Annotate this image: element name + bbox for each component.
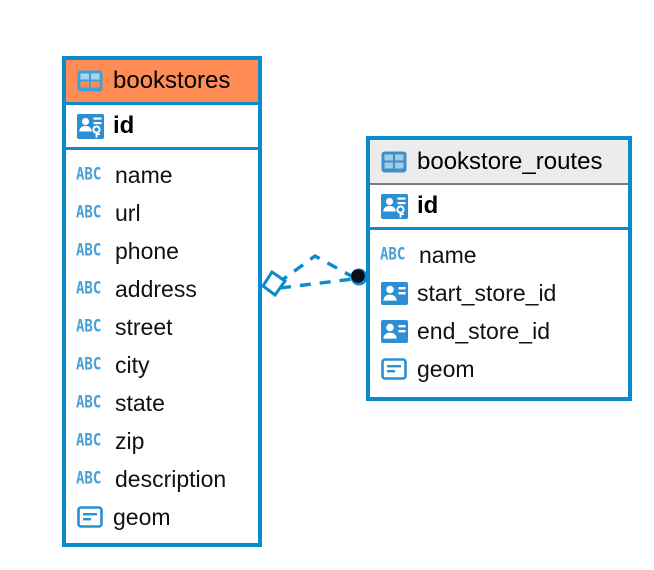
foreign-key-icon xyxy=(380,317,408,345)
field-label: zip xyxy=(115,427,145,454)
entity-title: bookstore_routes xyxy=(417,147,603,175)
field-label: city xyxy=(115,351,150,378)
field-row-geom[interactable]: geom xyxy=(66,498,258,536)
entity-header-bookstore-routes[interactable]: bookstore_routes xyxy=(370,140,628,185)
geometry-icon xyxy=(76,503,104,531)
field-row-geom[interactable]: geom xyxy=(370,350,628,388)
field-label: phone xyxy=(115,237,179,264)
table-icon xyxy=(380,148,408,176)
abc-text-icon: ABC xyxy=(76,203,102,223)
field-label: name xyxy=(115,161,173,188)
foreign-key-icon xyxy=(380,279,408,307)
field-label: start_store_id xyxy=(417,279,557,306)
field-label: street xyxy=(115,313,173,340)
field-row-url[interactable]: ABC url xyxy=(66,194,258,232)
field-label: url xyxy=(115,199,141,226)
entity-bookstore-routes[interactable]: bookstore_routes id ABC name xyxy=(366,136,632,401)
abc-text-icon: ABC xyxy=(380,245,406,265)
field-row-city[interactable]: ABC city xyxy=(66,346,258,384)
abc-text-icon: ABC xyxy=(76,469,102,489)
geometry-icon xyxy=(380,355,408,383)
abc-text-icon: ABC xyxy=(76,241,102,261)
primary-key-label: id xyxy=(417,192,439,219)
field-row-address[interactable]: ABC address xyxy=(66,270,258,308)
entity-primary-key-row-bookstore-routes[interactable]: id xyxy=(370,185,628,230)
field-label: description xyxy=(115,465,227,492)
entity-header-bookstores[interactable]: bookstores xyxy=(66,60,258,105)
table-icon xyxy=(76,67,104,95)
relationship-target-ring xyxy=(350,268,368,286)
field-label: name xyxy=(419,241,477,268)
relationship-branch-lower xyxy=(279,277,354,290)
field-row-state[interactable]: ABC state xyxy=(66,384,258,422)
abc-text-icon: ABC xyxy=(76,279,102,299)
field-row-end-store-id[interactable]: end_store_id xyxy=(370,312,628,350)
field-row-street[interactable]: ABC street xyxy=(66,308,258,346)
abc-text-icon: ABC xyxy=(76,355,102,375)
entity-primary-key-row-bookstores[interactable]: id xyxy=(66,105,258,150)
primary-key-icon xyxy=(76,112,104,140)
entity-field-list-bookstores: ABC name ABC url ABC phone ABC address A… xyxy=(66,150,258,540)
field-row-start-store-id[interactable]: start_store_id xyxy=(370,274,628,312)
primary-key-label: id xyxy=(113,112,135,139)
field-row-name[interactable]: ABC name xyxy=(66,156,258,194)
relationship-bookstores-to-bookstore-routes xyxy=(260,253,368,298)
field-label: geom xyxy=(417,355,475,382)
abc-text-icon: ABC xyxy=(76,317,102,337)
field-row-zip[interactable]: ABC zip xyxy=(66,422,258,460)
field-row-phone[interactable]: ABC phone xyxy=(66,232,258,270)
entity-title: bookstores xyxy=(113,67,231,94)
entity-bookstores[interactable]: bookstores id ABC name xyxy=(62,56,262,547)
field-label: state xyxy=(115,389,165,416)
field-label: address xyxy=(115,275,197,302)
abc-text-icon: ABC xyxy=(76,393,102,413)
relationship-branch-upper xyxy=(276,253,354,285)
entity-field-list-bookstore-routes: ABC name start_store_id xyxy=(370,230,628,392)
field-row-description[interactable]: ABC description xyxy=(66,460,258,498)
field-label: end_store_id xyxy=(417,317,550,344)
relationship-target-dot xyxy=(351,269,365,283)
abc-text-icon: ABC xyxy=(76,165,102,185)
primary-key-icon xyxy=(380,192,408,220)
abc-text-icon: ABC xyxy=(76,431,102,451)
field-row-name[interactable]: ABC name xyxy=(370,236,628,274)
relationship-source-diamond-marker xyxy=(260,269,288,298)
field-label: geom xyxy=(113,503,171,530)
